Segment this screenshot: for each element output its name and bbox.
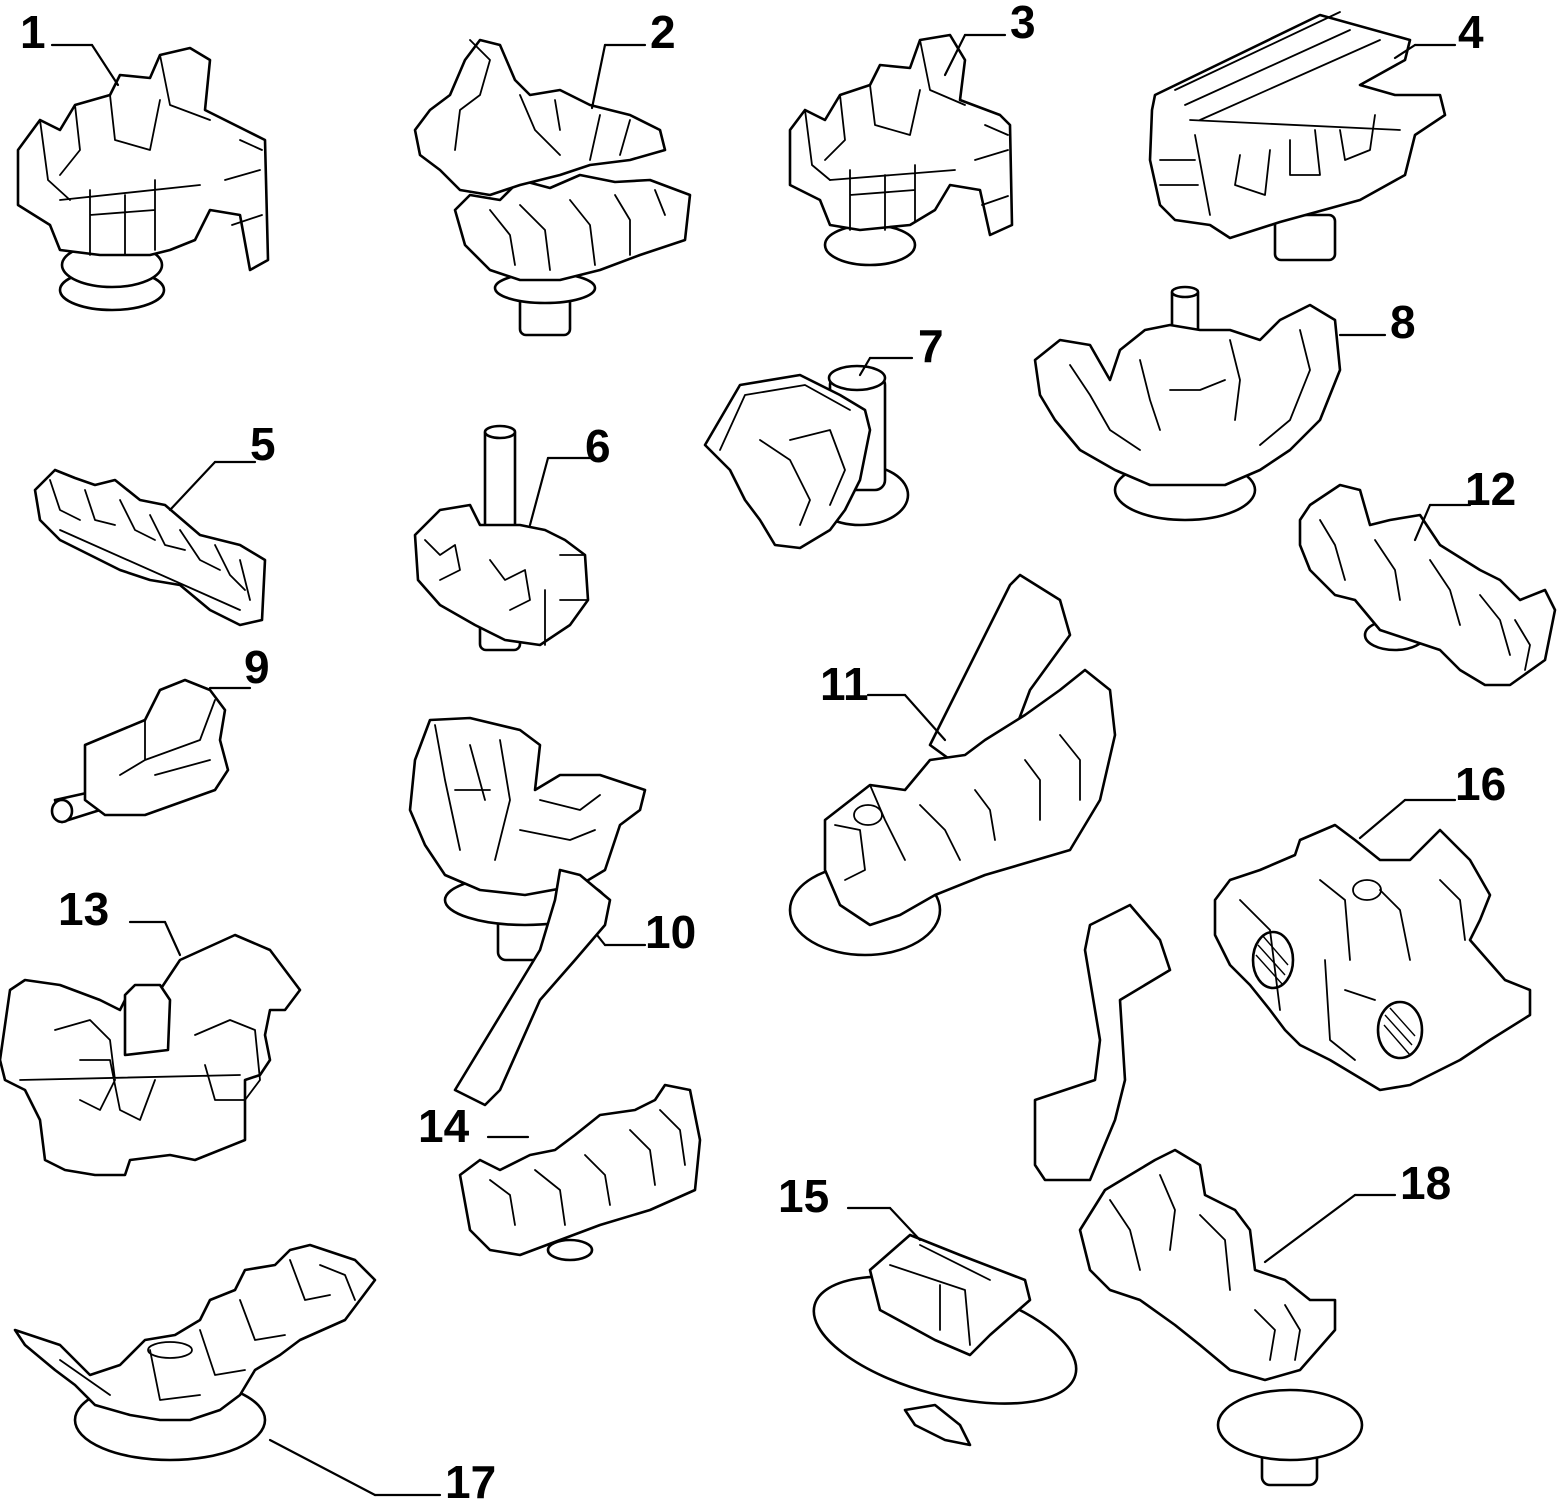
callout-14: 14 <box>418 1100 470 1152</box>
leader-line-2b <box>590 43 607 110</box>
part-16-clip <box>1213 823 1532 1092</box>
part-13-clip <box>0 933 302 1177</box>
callout-9: 9 <box>244 641 270 693</box>
leader-line-15b <box>888 1206 922 1242</box>
part-8-clip <box>1033 285 1342 522</box>
leader-line-12b <box>1413 503 1432 542</box>
part-17-clip <box>13 1243 377 1462</box>
leader-line-11b <box>903 693 947 742</box>
callout-15: 15 <box>778 1170 829 1222</box>
leader-line-6b <box>528 456 550 527</box>
part-10-clip <box>408 716 647 962</box>
leader-line-18b <box>1263 1193 1357 1264</box>
leader-line-17b <box>268 1438 377 1497</box>
part-9-clip <box>50 678 230 824</box>
leader-line-5b <box>168 460 217 512</box>
callout-8: 8 <box>1390 296 1416 348</box>
callout-12: 12 <box>1465 463 1516 515</box>
part-11-clip <box>788 573 1117 957</box>
leader-line-3b <box>943 33 967 77</box>
part-5-clip <box>33 468 267 627</box>
part-14-clip <box>453 868 702 1262</box>
callout-7: 7 <box>918 320 944 372</box>
callout-10: 10 <box>645 906 696 958</box>
part-3-clip <box>788 33 1014 267</box>
part-6-clip <box>413 424 590 652</box>
callout-13: 13 <box>58 883 109 935</box>
part-4-clip <box>1148 11 1447 262</box>
part-12-clip <box>1298 483 1557 687</box>
part-2-clip <box>413 38 692 337</box>
leader-line-16b <box>1358 798 1407 840</box>
part-1-clip <box>16 46 270 312</box>
leader-line-13b <box>163 920 182 957</box>
part-15-clip <box>812 1233 1078 1447</box>
callout-17: 17 <box>445 1456 496 1508</box>
callout-6: 6 <box>585 420 611 472</box>
callout-4: 4 <box>1458 6 1484 58</box>
callout-1: 1 <box>20 6 46 58</box>
part-7-clip <box>703 364 910 550</box>
callout-5: 5 <box>250 418 276 470</box>
callout-18: 18 <box>1400 1157 1451 1209</box>
callout-16: 16 <box>1455 758 1506 810</box>
leader-line-4b <box>1393 43 1417 60</box>
callout-3: 3 <box>1010 0 1036 48</box>
part-18-clip <box>1033 903 1364 1487</box>
callout-11: 11 <box>820 658 869 710</box>
leader-line-7b <box>858 356 872 377</box>
callout-2: 2 <box>650 6 676 58</box>
leader-line-1b <box>90 43 120 87</box>
